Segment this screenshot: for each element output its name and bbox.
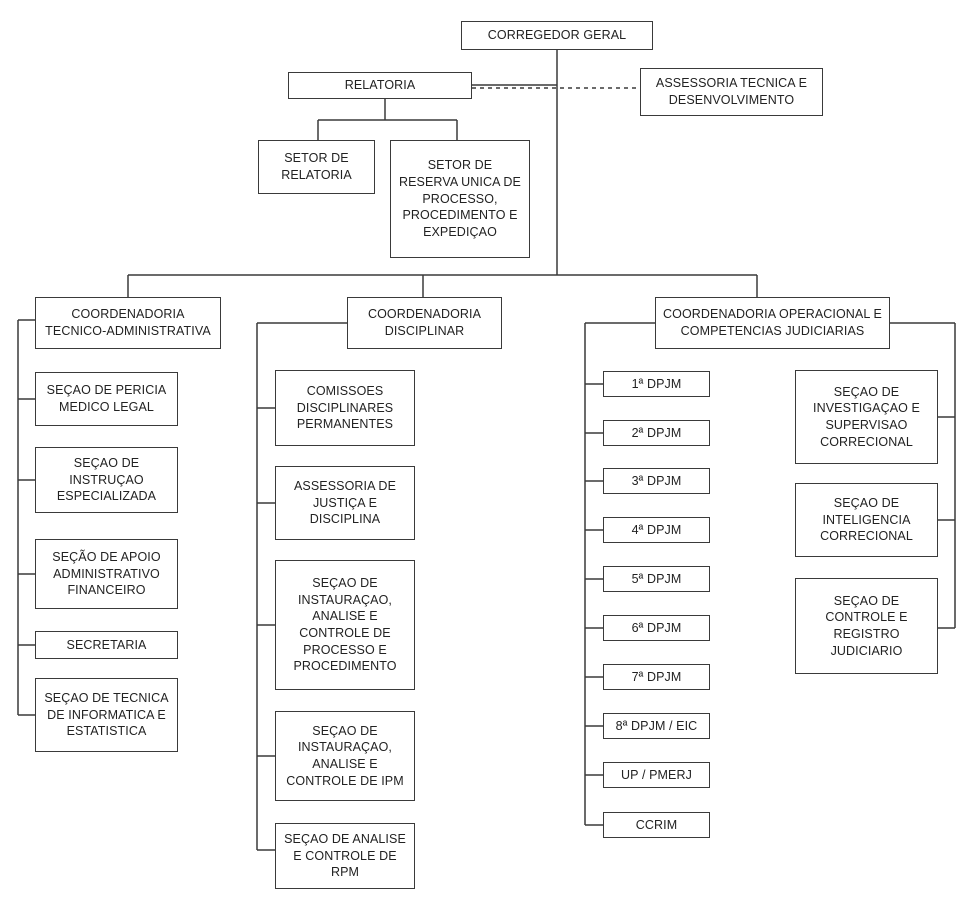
setor-relatoria-label: SETOR DE RELATORIA xyxy=(281,151,352,182)
disciplinar-section-label: SEÇAO DE INSTAURAÇAO, ANALISE E CONTROLE… xyxy=(293,576,397,674)
tec-adm-section-label: SEÇAO DE PERICIA MEDICO LEGAL xyxy=(46,383,167,414)
disciplinar-section-label: SEÇAO DE ANALISE E CONTROLE DE RPM xyxy=(284,832,406,880)
setor-relatoria-box: SETOR DE RELATORIA xyxy=(258,140,375,194)
dpjm-unit-label: 8ª DPJM / EIC xyxy=(615,718,698,733)
assessoria-tecnica-label: ASSESSORIA TECNICA E DESENVOLVIMENTO xyxy=(655,76,808,107)
dpjm-unit-box: 3ª DPJM xyxy=(603,468,710,494)
tec-adm-section-label: SEÇAO DE INSTRUÇAO ESPECIALIZADA xyxy=(56,456,157,504)
coord-tec-adm-box: COORDENADORIA TECNICO-ADMINISTRATIVA xyxy=(35,297,221,349)
coord-disciplinar-box: COORDENADORIA DISCIPLINAR xyxy=(347,297,502,349)
disciplinar-section-box: SEÇAO DE ANALISE E CONTROLE DE RPM xyxy=(275,823,415,889)
disciplinar-section-label: SEÇAO DE INSTAURAÇAO, ANALISE E CONTROLE… xyxy=(286,723,404,788)
disciplinar-section-label: COMISSOES DISCIPLINARES PERMANENTES xyxy=(296,384,394,432)
disciplinar-section-box: COMISSOES DISCIPLINARES PERMANENTES xyxy=(275,370,415,446)
dpjm-unit-label: UP / PMERJ xyxy=(621,767,692,782)
dpjm-unit-box: 8ª DPJM / EIC xyxy=(603,713,710,739)
operacional-section-label: SEÇAO DE INTELIGENCIA CORRECIONAL xyxy=(820,496,913,544)
disciplinar-section-label: ASSESSORIA DE JUSTIÇA E DISCIPLINA xyxy=(293,479,397,527)
operacional-section-label: SEÇAO DE INVESTIGAÇAO E SUPERVISAO CORRE… xyxy=(813,384,920,449)
dpjm-unit-box: 7ª DPJM xyxy=(603,664,710,690)
dpjm-unit-label: 5ª DPJM xyxy=(631,571,682,586)
dpjm-unit-box: CCRIM xyxy=(603,812,710,838)
disciplinar-section-box: SEÇAO DE INSTAURAÇAO, ANALISE E CONTROLE… xyxy=(275,560,415,690)
dpjm-unit-box: 5ª DPJM xyxy=(603,566,710,592)
disciplinar-section-box: SEÇAO DE INSTAURAÇAO, ANALISE E CONTROLE… xyxy=(275,711,415,801)
dpjm-unit-label: 2ª DPJM xyxy=(631,425,682,440)
tec-adm-section-box: SEÇAO DE TECNICA DE INFORMATICA E ESTATI… xyxy=(35,678,178,752)
dpjm-unit-box: 2ª DPJM xyxy=(603,420,710,446)
coord-operacional-label: COORDENADORIA OPERACIONAL E COMPETENCIAS… xyxy=(663,307,882,338)
relatoria-box: RELATORIA xyxy=(288,72,472,99)
relatoria-label: RELATORIA xyxy=(344,78,416,93)
tec-adm-section-label: SEÇÃO DE APOIO ADMINISTRATIVO FINANCEIRO xyxy=(52,550,161,598)
corregedor-geral-box: CORREGEDOR GERAL xyxy=(461,21,653,50)
dpjm-unit-label: 6ª DPJM xyxy=(631,620,682,635)
tec-adm-section-box: SEÇAO DE INSTRUÇAO ESPECIALIZADA xyxy=(35,447,178,513)
dpjm-unit-label: 7ª DPJM xyxy=(631,669,682,684)
setor-reserva-label: SETOR DE RESERVA UNICA DE PROCESSO, PROC… xyxy=(398,158,521,239)
coord-disciplinar-label: COORDENADORIA DISCIPLINAR xyxy=(367,307,482,338)
dpjm-unit-label: 4ª DPJM xyxy=(631,522,682,537)
coord-tec-adm-label: COORDENADORIA TECNICO-ADMINISTRATIVA xyxy=(45,307,211,338)
operacional-section-box: SEÇAO DE CONTROLE E REGISTRO JUDICIARIO xyxy=(795,578,938,674)
dpjm-unit-box: 4ª DPJM xyxy=(603,517,710,543)
tec-adm-section-box: SECRETARIA xyxy=(35,631,178,659)
dpjm-unit-label: 3ª DPJM xyxy=(631,473,682,488)
operacional-section-label: SEÇAO DE CONTROLE E REGISTRO JUDICIARIO xyxy=(825,593,908,658)
tec-adm-section-label: SECRETARIA xyxy=(66,637,147,652)
corregedor-geral-label: CORREGEDOR GERAL xyxy=(487,28,627,43)
disciplinar-section-box: ASSESSORIA DE JUSTIÇA E DISCIPLINA xyxy=(275,466,415,540)
tec-adm-section-box: SEÇÃO DE APOIO ADMINISTRATIVO FINANCEIRO xyxy=(35,539,178,609)
dpjm-unit-label: 1ª DPJM xyxy=(631,376,682,391)
operacional-section-box: SEÇAO DE INVESTIGAÇAO E SUPERVISAO CORRE… xyxy=(795,370,938,464)
tec-adm-section-box: SEÇAO DE PERICIA MEDICO LEGAL xyxy=(35,372,178,426)
dpjm-unit-box: UP / PMERJ xyxy=(603,762,710,788)
operacional-section-box: SEÇAO DE INTELIGENCIA CORRECIONAL xyxy=(795,483,938,557)
assessoria-tecnica-box: ASSESSORIA TECNICA E DESENVOLVIMENTO xyxy=(640,68,823,116)
coord-operacional-box: COORDENADORIA OPERACIONAL E COMPETENCIAS… xyxy=(655,297,890,349)
dpjm-unit-box: 6ª DPJM xyxy=(603,615,710,641)
dpjm-unit-label: CCRIM xyxy=(635,817,678,832)
dpjm-unit-box: 1ª DPJM xyxy=(603,371,710,397)
setor-reserva-box: SETOR DE RESERVA UNICA DE PROCESSO, PROC… xyxy=(390,140,530,258)
tec-adm-section-label: SEÇAO DE TECNICA DE INFORMATICA E ESTATI… xyxy=(44,691,169,739)
